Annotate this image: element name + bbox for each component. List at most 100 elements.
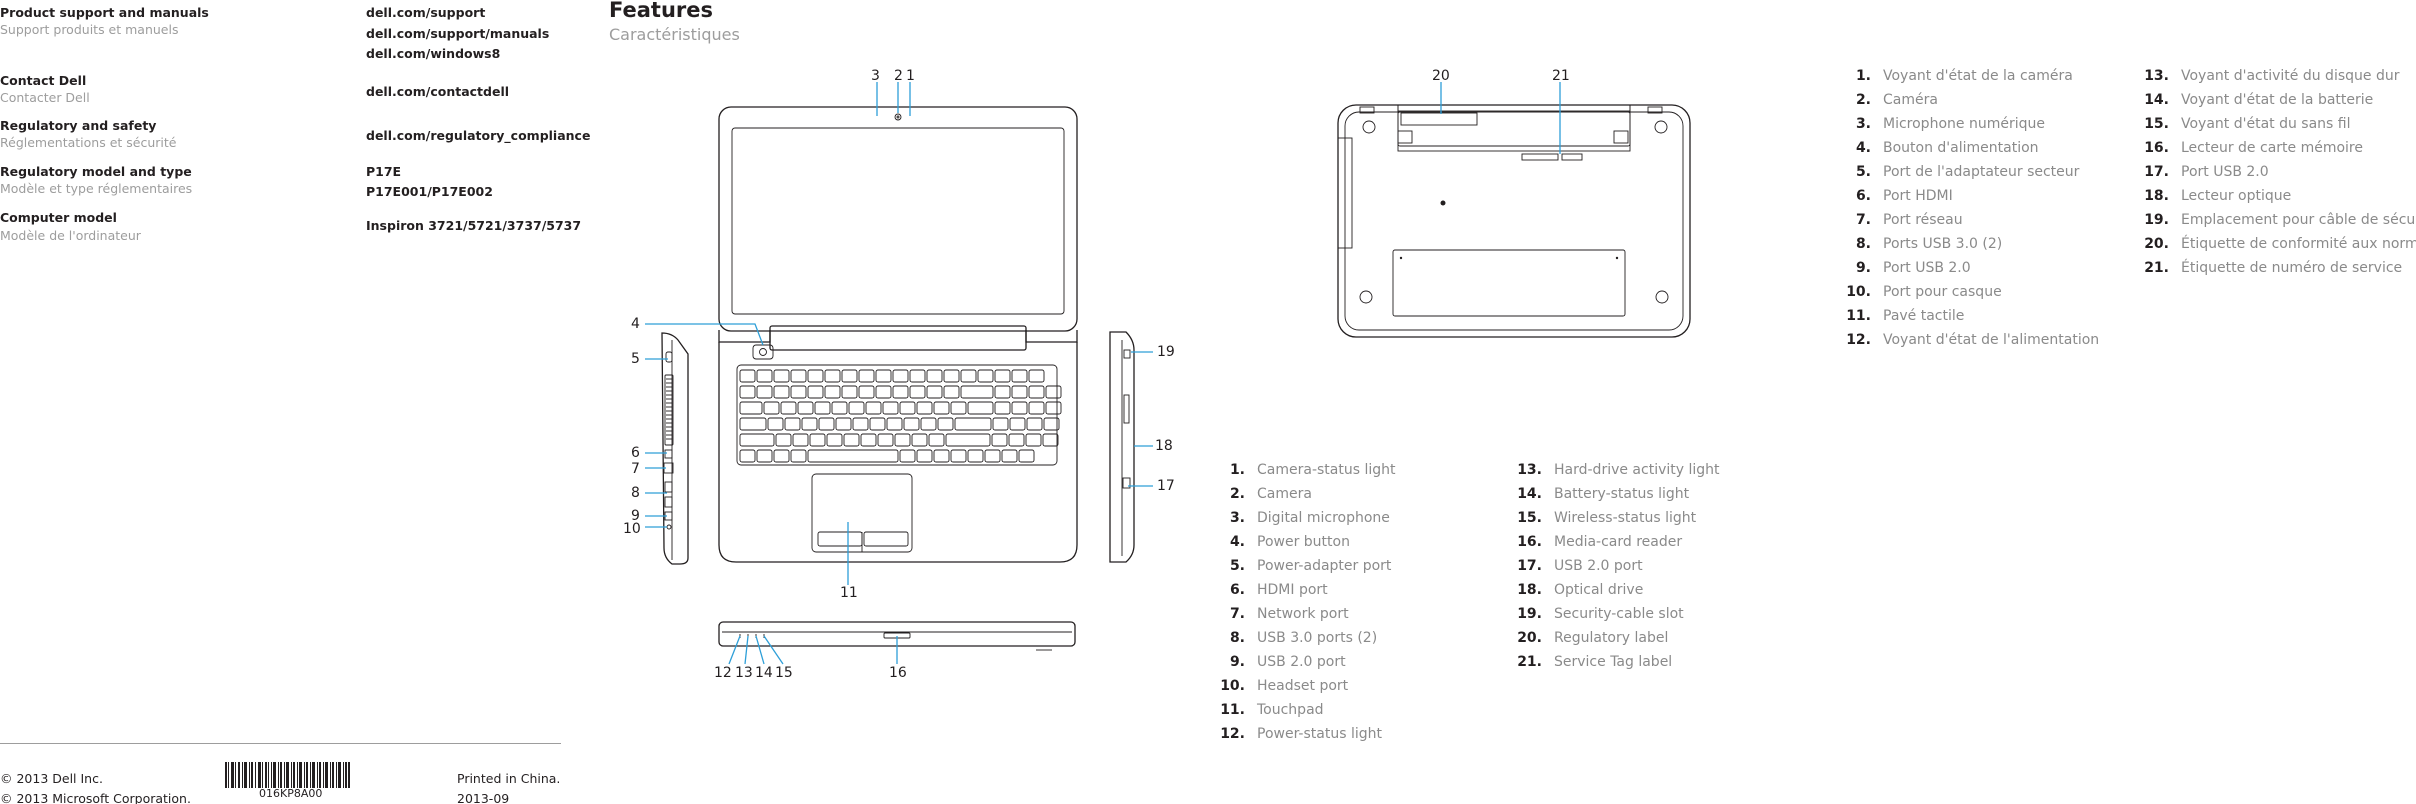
regulatory-type-value: P17E001/P17E002 (366, 184, 493, 199)
callout-14: 14 (755, 665, 773, 681)
keyboard-key (991, 433, 1008, 447)
item-label: Bouton d'alimentation (1883, 140, 2039, 156)
keyboard-key (809, 433, 826, 447)
item-label: Caméra (1883, 92, 1938, 108)
keyboard-key (916, 401, 933, 415)
keyboard-key (909, 369, 926, 383)
item-number: 8. (1229, 630, 1245, 646)
list-item: 13.Voyant d'activité du disque dur (2137, 68, 2399, 84)
item-number: 13. (2144, 68, 2169, 84)
list-item: 21. Étiquette de numéro de service (2137, 260, 2402, 276)
keyboard-key (994, 369, 1011, 383)
callout-15: 15 (775, 665, 793, 681)
list-item: 10. Port pour casque (1839, 284, 2002, 300)
list-item: 6.HDMI port (1213, 582, 1328, 598)
list-item: 14.Battery-status light (1510, 486, 1689, 502)
item-label: Network port (1257, 606, 1349, 622)
print-date: 2013-09 (457, 791, 510, 804)
keyboard-key (807, 385, 824, 399)
keyboard-key (911, 433, 928, 447)
link-contactdell[interactable]: dell.com/contactdell (366, 84, 510, 99)
item-number: 9. (1855, 260, 1871, 276)
item-number: 2. (1229, 486, 1245, 502)
item-label: Étiquette de numéro de service (2181, 260, 2403, 276)
item-label: Power button (1257, 534, 1350, 550)
item-number: 12. (1846, 332, 1871, 348)
callout-13: 13 (735, 665, 753, 681)
info-heading-support: Product support and manuals (0, 5, 209, 20)
keyboard-key (875, 369, 892, 383)
item-number: 4. (1229, 534, 1245, 550)
list-item: 6.Port HDMI (1839, 188, 1953, 204)
item-label: USB 2.0 port (1257, 654, 1346, 670)
link-support[interactable]: dell.com/support (366, 5, 486, 20)
item-number: 9. (1229, 654, 1245, 670)
info-subheading-regulatory-model: Modèle et type réglementaires (0, 181, 193, 196)
list-item: 5.Power-adapter port (1213, 558, 1391, 574)
keyboard-key (1043, 417, 1060, 431)
list-item: 9.Port USB 2.0 (1839, 260, 1971, 276)
regulatory-model-value: P17E (366, 164, 402, 179)
info-subheading-computer-model: Modèle de l'ordinateur (0, 228, 141, 243)
keyboard-key (994, 401, 1011, 415)
callout-16: 16 (889, 665, 907, 681)
keyboard-key (894, 433, 911, 447)
item-number: 14. (2144, 92, 2169, 108)
laptop-bottom-view (1337, 104, 1691, 338)
keyboard-key (920, 417, 937, 431)
list-item: 11.Pavé tactile (1839, 308, 1964, 324)
item-number: 21. (2144, 260, 2169, 276)
list-item: 4. Power button (1213, 534, 1350, 550)
keyboard-key (1009, 417, 1026, 431)
keyboard-key (916, 449, 933, 463)
keyboard-key (739, 449, 756, 463)
callout-4: 4 (631, 316, 640, 332)
laptop-right-side-view (1109, 331, 1135, 563)
item-label: Port pour casque (1883, 284, 2002, 300)
item-label: Security-cable slot (1554, 606, 1684, 622)
keyboard-key (865, 401, 882, 415)
info-heading-computer-model: Computer model (0, 210, 117, 225)
callout-19: 19 (1157, 344, 1175, 360)
item-label: Port HDMI (1883, 188, 1953, 204)
keyboard-key (1045, 385, 1062, 399)
keyboard-key (858, 369, 875, 383)
keyboard-key (790, 449, 807, 463)
keyboard-key (1018, 449, 1035, 463)
item-number: 7. (1229, 606, 1245, 622)
item-label: Étiquette de conformité aux normes (2181, 236, 2416, 252)
item-label: Microphone numérique (1883, 116, 2045, 132)
keyboard-key (739, 433, 775, 447)
list-item: 15.Wireless-status light (1510, 510, 1696, 526)
barcode (225, 762, 350, 788)
item-number: 11. (1846, 308, 1871, 324)
item-label: Lecteur de carte mémoire (2181, 140, 2363, 156)
item-number: 21. (1517, 654, 1542, 670)
list-item: 7.Port réseau (1839, 212, 1963, 228)
link-manuals[interactable]: dell.com/support/manuals (366, 26, 550, 41)
keyboard-key (826, 433, 843, 447)
keyboard-key (926, 369, 943, 383)
item-number: 3. (1855, 116, 1871, 132)
keyboard-key (841, 385, 858, 399)
keyboard-key (852, 417, 869, 431)
item-number: 10. (1846, 284, 1871, 300)
item-label: HDMI port (1257, 582, 1328, 598)
keyboard-key (903, 417, 920, 431)
link-regulatory-compliance[interactable]: dell.com/regulatory_compliance (366, 128, 591, 143)
keyboard-key (892, 369, 909, 383)
info-subheading-regulatory: Réglementations et sécurité (0, 135, 177, 150)
list-item: 16.Lecteur de carte mémoire (2137, 140, 2363, 156)
keyboard-key (992, 417, 1009, 431)
keyboard-key (1028, 401, 1045, 415)
keyboard-key (848, 401, 865, 415)
keyboard-key (877, 433, 894, 447)
keyboard-key (756, 385, 773, 399)
item-number: 20. (1517, 630, 1542, 646)
link-windows8[interactable]: dell.com/windows8 (366, 46, 501, 61)
list-item: 2.Caméra (1839, 92, 1938, 108)
item-label: Power-status light (1257, 726, 1382, 742)
list-item: 17.Port USB 2.0 (2137, 164, 2268, 180)
item-label: Port réseau (1883, 212, 1963, 228)
callout-20: 20 (1432, 68, 1450, 84)
